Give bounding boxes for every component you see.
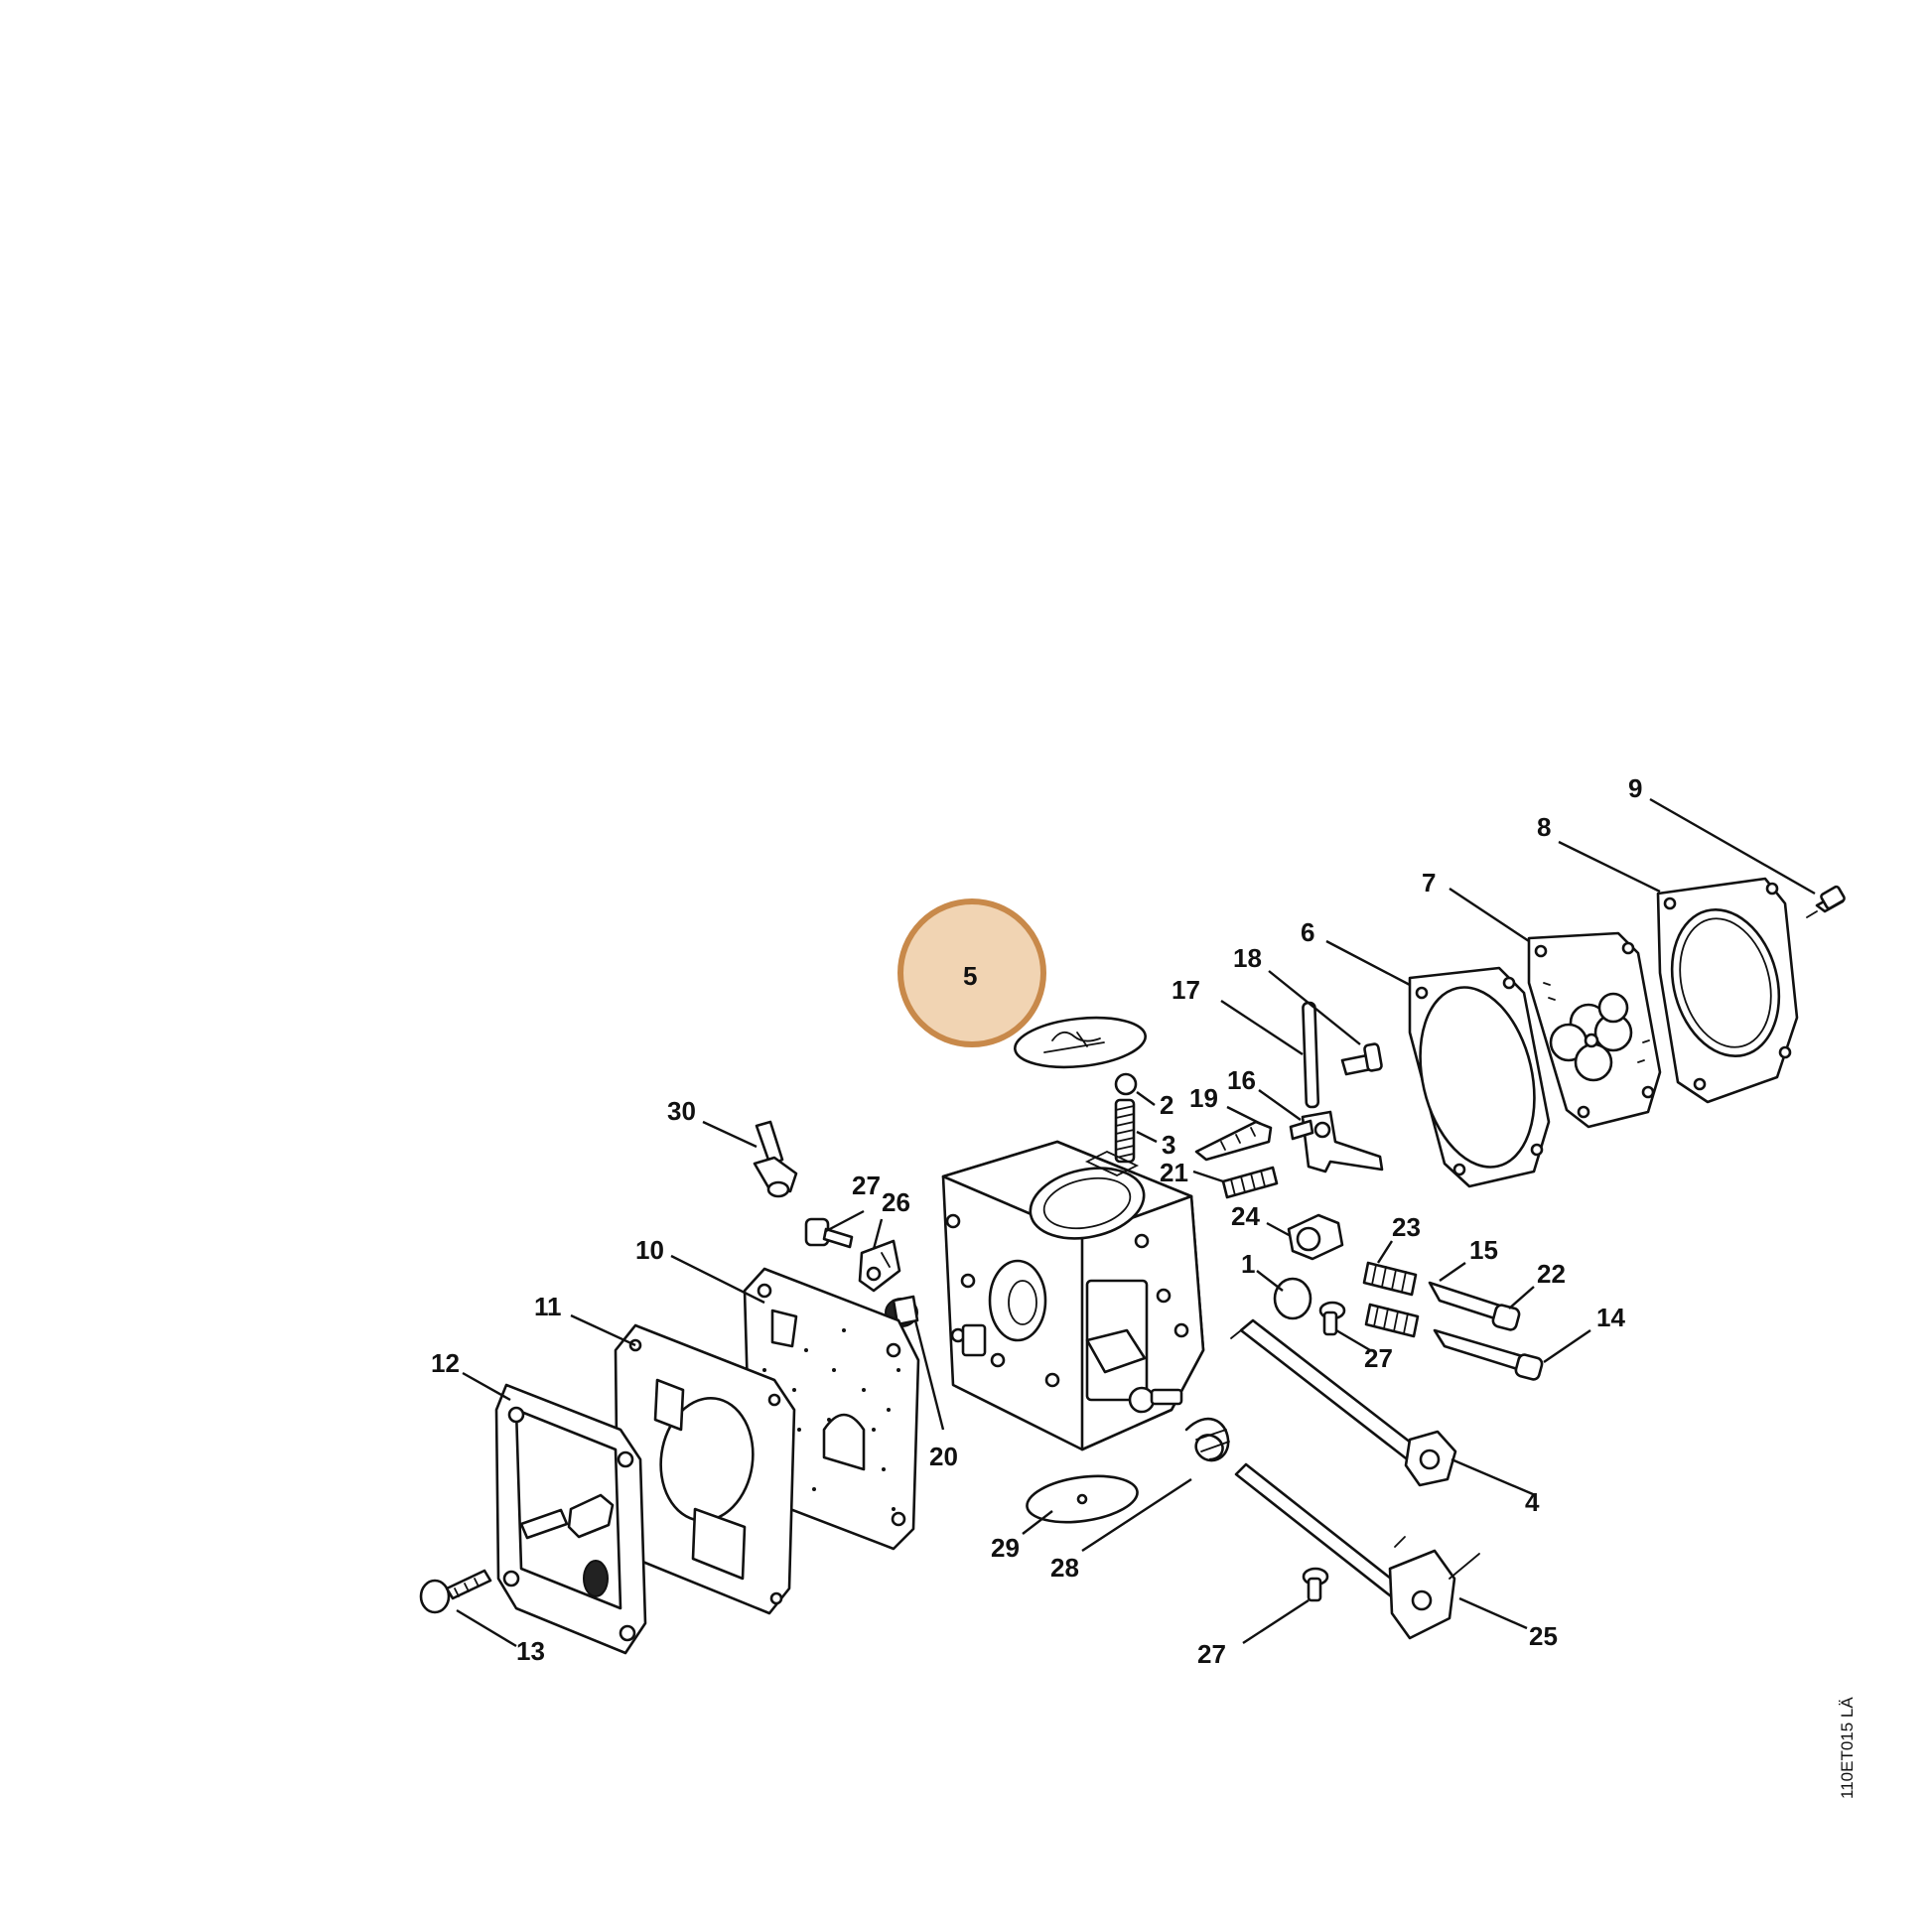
callout-27-bottom: 27 — [1197, 1639, 1226, 1669]
part-2-ball — [1114, 1072, 1138, 1096]
part-1-valve-disc — [1273, 1277, 1312, 1320]
callout-20: 20 — [929, 1442, 958, 1471]
callout-8: 8 — [1537, 812, 1551, 842]
part-28-spring — [1184, 1417, 1230, 1462]
part-25-choke-shaft — [1234, 1462, 1480, 1640]
callout-27-middle: 27 — [1364, 1343, 1393, 1373]
callout-1: 1 — [1241, 1249, 1255, 1279]
part-6-gasket — [1408, 966, 1551, 1188]
callout-30: 30 — [667, 1096, 696, 1126]
part-14-adjusting-screw — [1433, 1328, 1544, 1381]
part-30-elbow-fitting — [753, 1120, 798, 1198]
part-18-pin — [1302, 1001, 1320, 1109]
part-8-cover-plate — [1656, 877, 1799, 1104]
callout-14: 14 — [1596, 1303, 1625, 1332]
callout-4: 4 — [1525, 1487, 1540, 1517]
part-5-plate — [1014, 1016, 1147, 1069]
part-9-screw — [1806, 885, 1846, 918]
callout-5: 5 — [963, 961, 977, 991]
part-7-pump-plate — [1527, 931, 1662, 1129]
callout-15: 15 — [1469, 1235, 1498, 1265]
callout-18: 18 — [1233, 943, 1262, 973]
callout-21: 21 — [1160, 1158, 1188, 1187]
drawing-code: 110ET015 LÄ — [1838, 1697, 1857, 1799]
part-26-clip-plate — [858, 1239, 901, 1293]
callout-labels: 1 2 3 4 5 6 7 8 9 10 11 12 13 14 15 16 1… — [431, 773, 1642, 1669]
part-22-adjusting-screw — [1428, 1281, 1521, 1331]
part-3-spring — [1114, 1098, 1136, 1164]
part-13-screw — [419, 1569, 492, 1614]
callout-24: 24 — [1231, 1201, 1260, 1231]
part-29-disc — [1026, 1474, 1139, 1524]
callout-12: 12 — [431, 1348, 460, 1378]
callout-26: 26 — [882, 1187, 910, 1217]
callout-6: 6 — [1301, 917, 1314, 947]
callout-23: 23 — [1392, 1212, 1421, 1242]
callout-22: 22 — [1537, 1259, 1566, 1289]
carburetor-body — [941, 1140, 1205, 1451]
part-4-throttle-shaft — [1230, 1318, 1457, 1487]
part-11-gasket — [614, 1323, 796, 1615]
callout-11: 11 — [534, 1292, 562, 1321]
part-27-screw-middle — [1318, 1301, 1346, 1336]
part-27-screw-bottom — [1302, 1567, 1329, 1602]
highlight-circle — [897, 898, 1046, 1047]
part-23-springs — [1362, 1261, 1420, 1338]
callout-29: 29 — [991, 1533, 1020, 1563]
part-12-pump-cover — [494, 1383, 647, 1655]
callout-2: 2 — [1160, 1090, 1173, 1120]
callout-13: 13 — [516, 1636, 545, 1666]
part-21-spring — [1221, 1166, 1279, 1199]
callout-7: 7 — [1422, 868, 1436, 897]
callout-10: 10 — [635, 1235, 664, 1265]
part-16-lever — [1289, 1110, 1384, 1173]
part-27-screw-left — [804, 1217, 854, 1249]
part-24-nut — [1287, 1213, 1344, 1261]
callout-25: 25 — [1529, 1621, 1558, 1651]
callout-9: 9 — [1628, 773, 1642, 803]
callout-28: 28 — [1050, 1553, 1079, 1583]
callout-19: 19 — [1189, 1083, 1218, 1113]
part-17-screw — [1340, 1042, 1383, 1076]
callout-3: 3 — [1162, 1130, 1175, 1160]
callout-17: 17 — [1172, 975, 1200, 1005]
part-19-needle — [1194, 1120, 1273, 1162]
callout-27-left: 27 — [852, 1171, 881, 1200]
callout-16: 16 — [1227, 1065, 1256, 1095]
